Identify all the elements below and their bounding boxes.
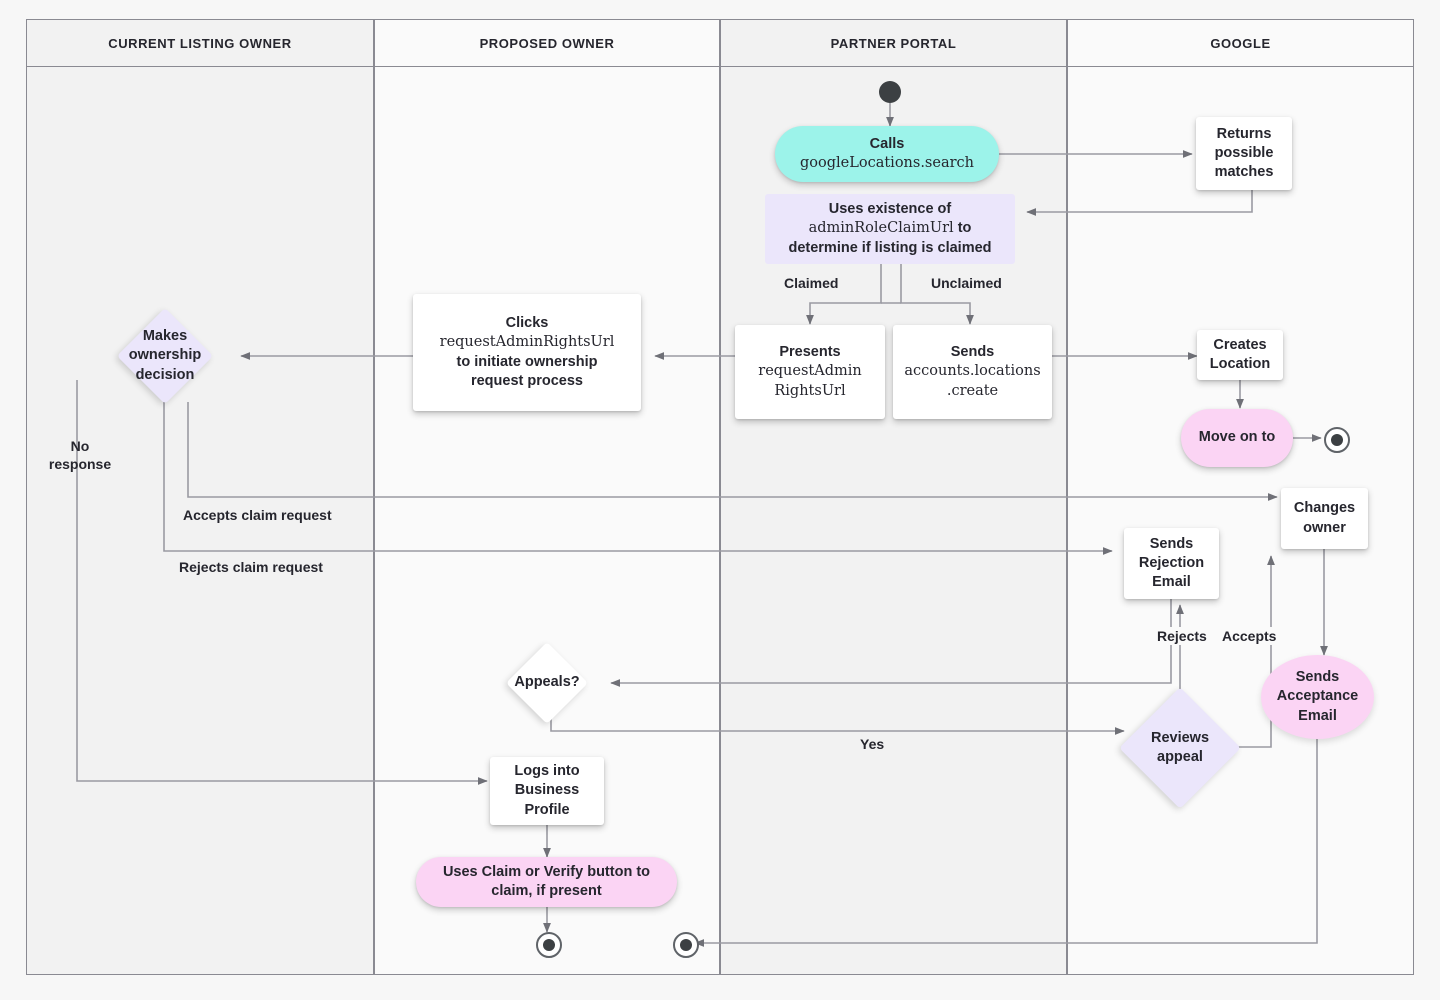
node-uses-claim-or-verify-button[interactable]: Uses Claim or Verify button to claim, if… [416, 857, 677, 907]
end-node-proposed-owner [536, 932, 562, 958]
node-label: Returns possible matches [1214, 125, 1274, 181]
node-creates-location[interactable]: Creates Location [1197, 330, 1283, 380]
lane-header-label: GOOGLE [1210, 35, 1271, 51]
edge-label-accepts-claim-request: Accepts claim request [180, 506, 335, 525]
lane-header-google: GOOGLE [1067, 19, 1414, 67]
node-line-1: Calls [869, 135, 905, 152]
lane-header-partner-portal: PARTNER PORTAL [720, 19, 1067, 67]
node-sends-acceptance-email[interactable]: Sends Acceptance Email [1261, 655, 1374, 739]
node-reviews-appeal[interactable]: Reviews appeal [1119, 687, 1241, 809]
node-line-3: .create [946, 382, 999, 399]
node-label: Sends Rejection Email [1138, 535, 1205, 591]
end-node-core [543, 939, 555, 951]
end-node-partner-portal [673, 932, 699, 958]
node-appeals-decision[interactable]: Appeals? [505, 641, 589, 725]
edge-label-rejects: Rejects [1154, 627, 1210, 646]
node-line-1: Clicks [505, 314, 549, 331]
end-node-move-on-to [1324, 427, 1350, 453]
lane-header-current-listing-owner: CURRENT LISTING OWNER [26, 19, 374, 67]
start-node-partner-portal [879, 81, 901, 103]
edge-label-claimed: Claimed [781, 274, 842, 293]
node-line-3: RightsUrl [774, 382, 846, 399]
lane-header-proposed-owner: PROPOSED OWNER [374, 19, 720, 67]
end-node-core [1331, 434, 1343, 446]
node-uses-existence-of-adminroleclaimurl: Uses existence of adminRoleClaimUrl to d… [765, 194, 1015, 264]
node-line-1: Sends [950, 344, 995, 361]
node-line-2: googleLocations.search [799, 155, 974, 171]
node-label: Uses Claim or Verify button to claim, if… [442, 863, 651, 899]
node-label: Sends Acceptance Email [1276, 669, 1359, 724]
node-move-on-to[interactable]: Move on to [1181, 409, 1293, 467]
node-label: Logs into Business Profile [514, 763, 580, 818]
node-line-2-code: adminRoleClaimUrl [808, 220, 954, 237]
node-returns-possible-matches[interactable]: Returns possible matches [1196, 117, 1292, 190]
node-line-1: Uses existence of [828, 201, 952, 218]
node-label: Changes owner [1293, 500, 1356, 536]
node-label: Creates Location [1209, 336, 1271, 372]
edge-label-no-response: No response [48, 438, 112, 473]
node-line-1: Presents [779, 344, 841, 361]
node-line-2: requestAdmin [758, 363, 862, 380]
edge-label-rejects-claim-request: Rejects claim request [176, 558, 326, 577]
node-line-3: to initiate ownership [456, 353, 598, 370]
node-presents-requestadminrightsurl[interactable]: Presents requestAdmin RightsUrl [735, 325, 885, 419]
node-calls-googlelocations-search[interactable]: Calls googleLocations.search [775, 126, 999, 182]
node-changes-owner[interactable]: Changes owner [1281, 488, 1368, 549]
node-line-3: determine if listing is claimed [788, 239, 992, 256]
lane-header-label: CURRENT LISTING OWNER [108, 35, 292, 51]
node-sends-rejection-email[interactable]: Sends Rejection Email [1124, 528, 1219, 599]
node-sends-accounts-locations-create[interactable]: Sends accounts.locations .create [893, 325, 1052, 419]
edge-label-yes: Yes [857, 735, 888, 754]
edge-label-accepts: Accepts [1219, 627, 1280, 646]
node-clicks-requestadminrightsurl[interactable]: Clicks requestAdminRightsUrl to initiate… [413, 294, 641, 411]
lane-header-label: PARTNER PORTAL [830, 35, 957, 51]
lane-header-label: PROPOSED OWNER [479, 35, 615, 51]
node-line-2-suffix: to [953, 220, 972, 237]
node-line-2: requestAdminRightsUrl [439, 334, 615, 351]
node-label: Appeals? [514, 674, 580, 691]
node-logs-into-business-profile[interactable]: Logs into Business Profile [490, 757, 604, 825]
end-node-core [680, 939, 692, 951]
node-makes-ownership-decision[interactable]: Makes ownership decision [116, 307, 214, 405]
node-line-4: request process [470, 372, 583, 389]
node-label: Makes ownership decision [128, 328, 202, 383]
edge-label-unclaimed: Unclaimed [928, 274, 1005, 293]
node-label: Reviews appeal [1150, 729, 1210, 765]
node-label: Move on to [1198, 429, 1276, 446]
node-line-2: accounts.locations [904, 363, 1041, 380]
